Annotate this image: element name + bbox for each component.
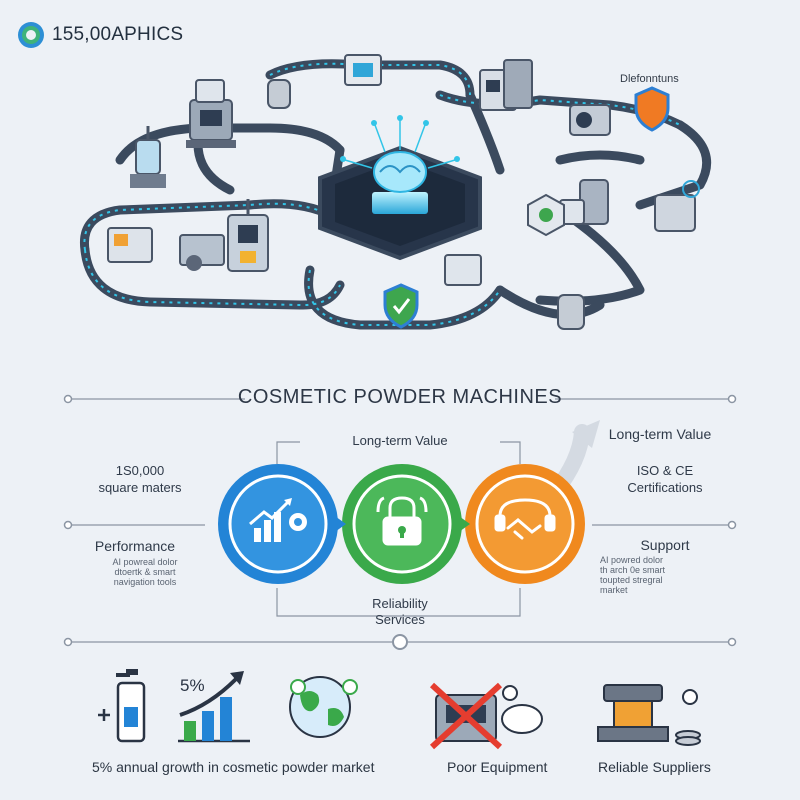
bottom-icons xyxy=(98,669,701,750)
performance-desc-1: AI powreal dolor xyxy=(112,557,178,567)
left-stat-value: 1S0,000 xyxy=(115,463,165,478)
performance-desc-2: dtoertk & smart xyxy=(114,567,176,577)
machine xyxy=(227,199,269,272)
network-label: Dlefonntuns xyxy=(620,73,679,85)
ai-hub xyxy=(318,115,482,261)
logo-text: 155,00APHICS xyxy=(52,24,184,45)
shield-icon xyxy=(383,283,419,329)
machine xyxy=(479,59,533,111)
support-desc-4: market xyxy=(600,585,628,595)
center-top-label: Long-term Value xyxy=(300,433,500,448)
page-title: COSMETIC POWDER MACHINES xyxy=(237,386,563,408)
gear-block xyxy=(527,193,565,237)
growth-percent: 5% xyxy=(180,676,205,695)
machine xyxy=(559,179,609,225)
center-bottom-label-1: Reliability xyxy=(372,596,428,611)
shield-icon xyxy=(634,86,670,132)
support-desc-1: AI powred dolor xyxy=(600,555,664,565)
value-chain-diagram xyxy=(63,420,737,650)
title-divider xyxy=(63,394,737,404)
broken-machine-icon xyxy=(429,682,503,750)
growth-bars-icon xyxy=(178,671,250,743)
machine xyxy=(186,79,236,148)
poor-equipment-label: Poor Equipment xyxy=(447,759,548,775)
tank xyxy=(267,79,291,109)
tank xyxy=(557,294,585,330)
machine xyxy=(344,54,382,86)
coins-icon xyxy=(675,689,701,746)
machine xyxy=(654,180,700,232)
support-desc-2: th arch 0e smart xyxy=(600,565,666,575)
brand-logo: 155,00APHICS xyxy=(18,22,183,48)
machine xyxy=(179,234,225,271)
reliability-circle xyxy=(342,464,470,584)
support-heading: Support xyxy=(640,537,690,553)
globe-icon xyxy=(289,676,358,738)
support-desc-3: toupted stregral xyxy=(600,575,663,585)
support-circle xyxy=(465,464,585,584)
center-bottom-label-2: Services xyxy=(375,612,425,627)
machine xyxy=(130,126,166,188)
cert-line-2: Certifications xyxy=(627,480,703,495)
machine xyxy=(569,104,611,136)
performance-desc-3: navigation tools xyxy=(113,577,177,587)
piggy-bank-icon xyxy=(501,685,543,734)
performance-heading: Performance xyxy=(94,538,176,554)
factory-network-illustration xyxy=(79,54,712,330)
reliable-suppliers-label: Reliable Suppliers xyxy=(598,759,711,775)
bottle-icon xyxy=(116,669,146,743)
arrow-label: Long-term Value xyxy=(608,426,712,442)
handshake-icon xyxy=(494,498,556,540)
logo-icon xyxy=(18,22,44,48)
growth-text: 5% annual growth in cosmetic powder mark… xyxy=(92,759,375,775)
machine-icon xyxy=(597,684,669,742)
growth-chart-icon xyxy=(249,498,307,542)
machine xyxy=(444,254,482,286)
left-stat-unit: square maters xyxy=(98,480,182,495)
machine xyxy=(107,227,153,263)
cert-line-1: ISO & CE xyxy=(636,463,694,478)
performance-circle xyxy=(218,464,346,584)
plus-icon xyxy=(98,709,110,721)
